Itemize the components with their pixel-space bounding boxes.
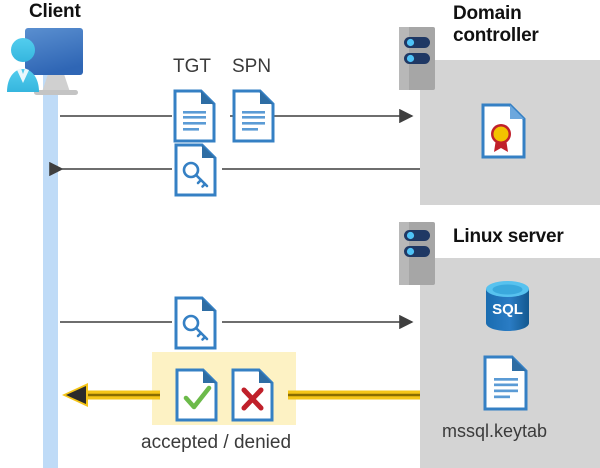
denied-document-icon xyxy=(231,368,274,422)
tgt-document-icon xyxy=(173,89,216,143)
sql-icon-text: SQL xyxy=(492,301,523,318)
key-document-icon-present xyxy=(174,296,217,350)
linux-server-label: Linux server xyxy=(453,226,564,247)
spn-document-icon xyxy=(232,89,275,143)
arrow-auth-result xyxy=(62,383,420,407)
accepted-denied-label: accepted / denied xyxy=(141,432,292,453)
domain-controller-label: Domain controller xyxy=(453,3,539,46)
client-label: Client xyxy=(29,1,81,22)
domain-controller-server-icon xyxy=(399,27,439,90)
sql-database-icon: SQL xyxy=(483,280,532,332)
keytab-filename-label: mssql.keytab xyxy=(442,421,548,441)
keytab-document-icon xyxy=(483,355,528,411)
key-document-icon-ticket xyxy=(174,143,217,197)
tgt-label: TGT xyxy=(173,56,211,77)
spn-label: SPN xyxy=(232,56,272,77)
linux-server-icon xyxy=(399,222,439,285)
certificate-document-icon xyxy=(481,103,526,159)
client-computer-user-icon xyxy=(4,26,104,102)
accepted-document-icon xyxy=(175,368,218,422)
